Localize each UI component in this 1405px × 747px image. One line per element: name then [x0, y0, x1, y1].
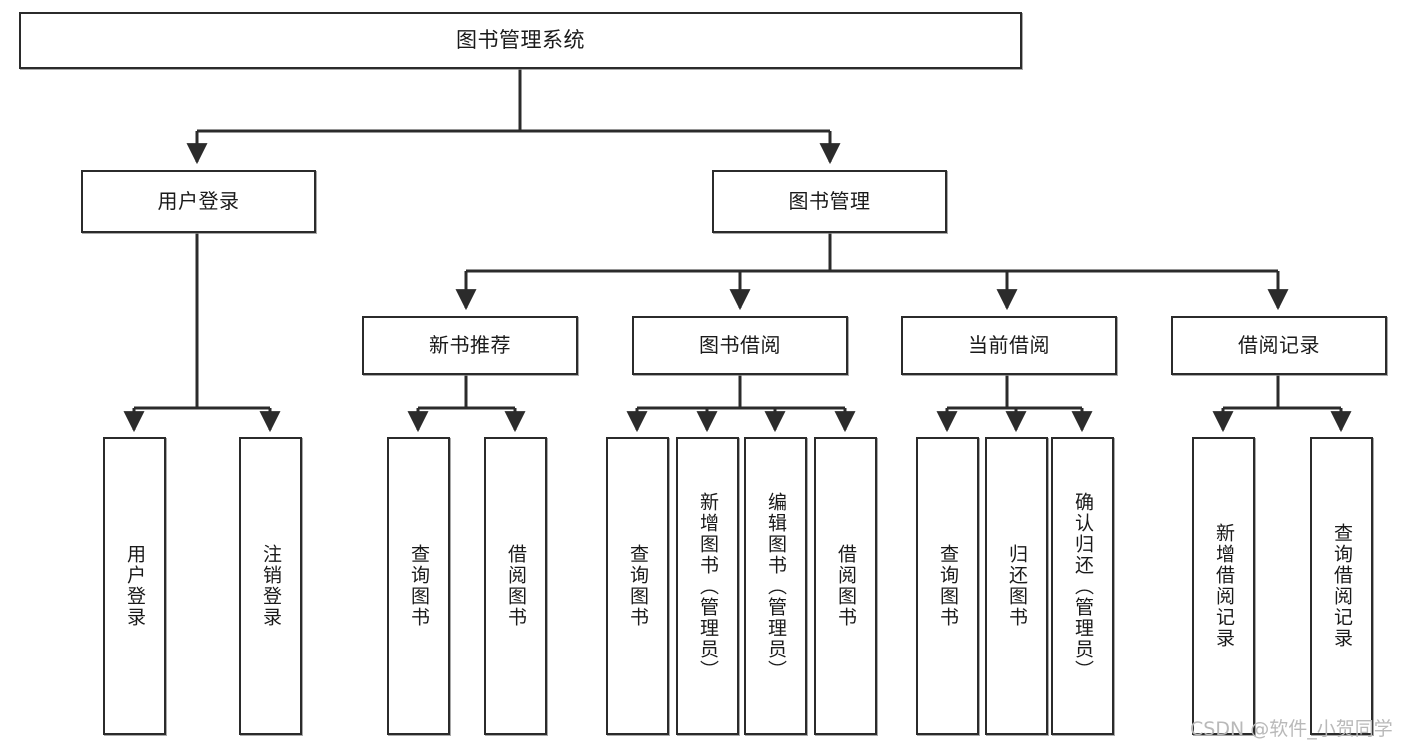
- node-leaf-user-logout[interactable]: 注销登录: [239, 437, 302, 735]
- node-leaf-query-book-3-label: 查询图书: [937, 544, 959, 628]
- node-leaf-user-login-label: 用户登录: [124, 544, 146, 628]
- node-leaf-query-book-2[interactable]: 查询图书: [606, 437, 669, 735]
- node-leaf-query-record-label: 查询借阅记录: [1331, 523, 1353, 649]
- node-leaf-confirm-return-label: 确认归还（管理员）: [1072, 491, 1094, 681]
- node-leaf-user-login[interactable]: 用户登录: [103, 437, 166, 735]
- node-book-borrow-label: 图书借阅: [699, 332, 781, 357]
- node-leaf-return-book-label: 归还图书: [1006, 544, 1028, 628]
- node-leaf-edit-book[interactable]: 编辑图书（管理员）: [744, 437, 807, 735]
- watermark: CSDN @软件_小贺同学: [1190, 718, 1393, 740]
- node-leaf-query-record[interactable]: 查询借阅记录: [1310, 437, 1373, 735]
- node-leaf-query-book-1-label: 查询图书: [408, 544, 430, 628]
- node-book-borrow[interactable]: 图书借阅: [632, 316, 848, 375]
- node-leaf-borrow-book-2-label: 借阅图书: [835, 544, 857, 628]
- node-leaf-user-logout-label: 注销登录: [260, 544, 282, 628]
- node-leaf-borrow-book-2[interactable]: 借阅图书: [814, 437, 877, 735]
- node-new-book-recommend[interactable]: 新书推荐: [362, 316, 578, 375]
- node-leaf-edit-book-label: 编辑图书（管理员）: [765, 491, 787, 681]
- node-leaf-query-book-2-label: 查询图书: [627, 544, 649, 628]
- node-leaf-add-record[interactable]: 新增借阅记录: [1192, 437, 1255, 735]
- node-leaf-add-book[interactable]: 新增图书（管理员）: [676, 437, 739, 735]
- node-leaf-borrow-book-1-label: 借阅图书: [505, 544, 527, 628]
- node-borrow-record-label: 借阅记录: [1238, 332, 1320, 357]
- node-leaf-borrow-book-1[interactable]: 借阅图书: [484, 437, 547, 735]
- node-borrow-record[interactable]: 借阅记录: [1171, 316, 1387, 375]
- node-user-login-label: 用户登录: [157, 188, 240, 213]
- node-book-manage[interactable]: 图书管理: [712, 170, 947, 233]
- node-leaf-query-book-1[interactable]: 查询图书: [387, 437, 450, 735]
- node-new-book-recommend-label: 新书推荐: [429, 332, 511, 357]
- node-leaf-add-book-label: 新增图书（管理员）: [697, 491, 719, 681]
- node-user-login[interactable]: 用户登录: [81, 170, 316, 233]
- node-leaf-add-record-label: 新增借阅记录: [1213, 523, 1235, 649]
- node-current-borrow-label: 当前借阅: [968, 332, 1050, 357]
- node-root[interactable]: 图书管理系统: [19, 12, 1022, 69]
- node-leaf-query-book-3[interactable]: 查询图书: [916, 437, 979, 735]
- node-current-borrow[interactable]: 当前借阅: [901, 316, 1117, 375]
- node-leaf-return-book[interactable]: 归还图书: [985, 437, 1048, 735]
- node-book-manage-label: 图书管理: [788, 188, 871, 213]
- node-leaf-confirm-return[interactable]: 确认归还（管理员）: [1051, 437, 1114, 735]
- node-root-label: 图书管理系统: [456, 28, 585, 53]
